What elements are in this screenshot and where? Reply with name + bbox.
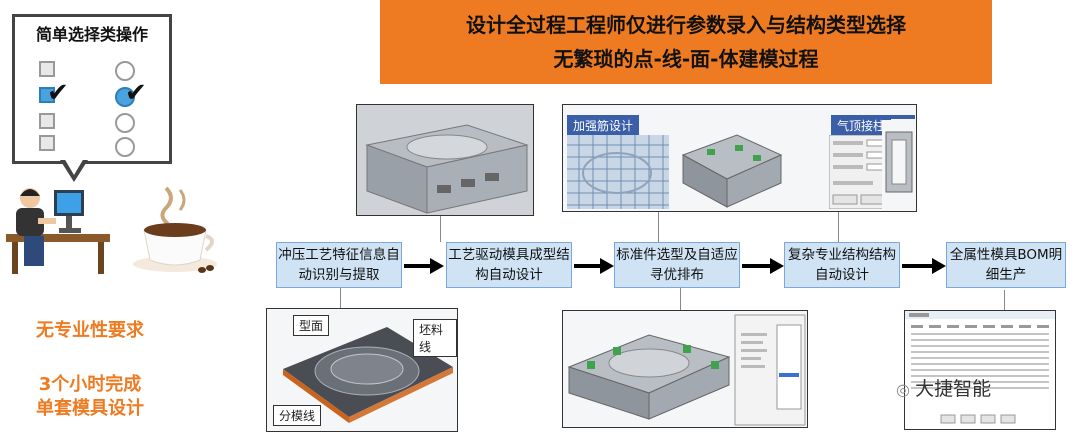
watermark: ◎ 大捷智能 (896, 374, 991, 401)
checkbox-2[interactable] (39, 87, 55, 103)
profile-surface-render (283, 327, 453, 423)
step-standard-part-layout: 标准件选型及自适应寻优排布 (614, 242, 740, 288)
banner-line-2: 无繁琐的点-线-面-体建模过程 (553, 47, 819, 71)
arrow-right-icon (600, 258, 614, 274)
connector-line (680, 287, 681, 311)
connector-line (1004, 290, 1005, 310)
radio-3[interactable] (115, 113, 135, 133)
bubble-tail-inner (64, 158, 84, 175)
banner-line-1: 设计全过程工程师仅进行参数录入与结构类型选择 (466, 13, 906, 37)
connector-line (838, 212, 839, 242)
mold-block-render (365, 124, 529, 214)
mold-block-image (356, 104, 534, 216)
flow-arrow-line (574, 264, 600, 268)
radio-2[interactable] (115, 87, 135, 107)
connector-line (658, 212, 659, 242)
arrow-right-icon (932, 258, 946, 274)
mold-structure-render (681, 134, 783, 208)
tag-parting-line: 分模线 (273, 405, 322, 426)
top-banner: 设计全过程工程师仅进行参数录入与结构类型选择 无繁琐的点-线-面-体建模过程 (380, 0, 992, 84)
step-feature-recognition: 冲压工艺特征信息自动识别与提取 (276, 242, 402, 288)
profile-surface-image: 型面 坯料线 分模线 (266, 308, 458, 432)
structure-design-image-group: 加强筋设计 气顶接柱设计 (562, 104, 917, 212)
caption-single-mold: 单套模具设计 (36, 398, 144, 419)
flow-arrow-line (404, 264, 430, 268)
connector-line (340, 287, 341, 309)
checkbox-1[interactable] (39, 61, 55, 77)
vent-pillar-render (885, 131, 913, 193)
watermark-text: 大捷智能 (915, 378, 992, 400)
step-complex-structure-design: 复杂专业结构结构自动设计 (784, 242, 900, 288)
coffee-cup-icon (133, 186, 217, 273)
arrow-right-icon (430, 258, 444, 274)
tag-blank-line: 坯料线 (413, 319, 457, 357)
bom-table-image (904, 310, 1056, 430)
checkbox-4[interactable] (39, 135, 55, 151)
connector-line (440, 216, 441, 242)
tag-profile: 型面 (293, 315, 330, 336)
bom-table-render (905, 311, 1055, 424)
radio-4[interactable] (115, 137, 135, 157)
radio-1[interactable] (115, 61, 135, 81)
person-at-desk-icon (6, 188, 110, 274)
rib-grid-render (567, 135, 669, 209)
checkmark-icon: ✔ (125, 78, 147, 108)
bubble-title: 简单选择类操作 (35, 25, 148, 44)
tag-rib-design: 加强筋设计 (567, 115, 640, 136)
wechat-icon: ◎ (896, 380, 910, 399)
caption-no-expertise: 无专业性要求 (36, 320, 144, 341)
flow-arrow-line (902, 264, 932, 268)
parameter-dialog (829, 135, 891, 209)
step-bom-generation: 全属性模具BOM明细生产 (946, 242, 1066, 288)
standard-parts-image (562, 310, 808, 428)
checkmark-icon: ✔ (47, 78, 69, 108)
selection-bubble: 简单选择类操作 ✔ ✔ (12, 14, 172, 164)
standard-parts-render (567, 314, 806, 426)
checkbox-3[interactable] (39, 113, 55, 129)
flow-arrow-line (742, 264, 770, 268)
step-process-driven-design: 工艺驱动模具成型结构自动设计 (446, 242, 572, 288)
arrow-right-icon (770, 258, 784, 274)
caption-three-hours: 3个小时完成 (38, 374, 142, 395)
